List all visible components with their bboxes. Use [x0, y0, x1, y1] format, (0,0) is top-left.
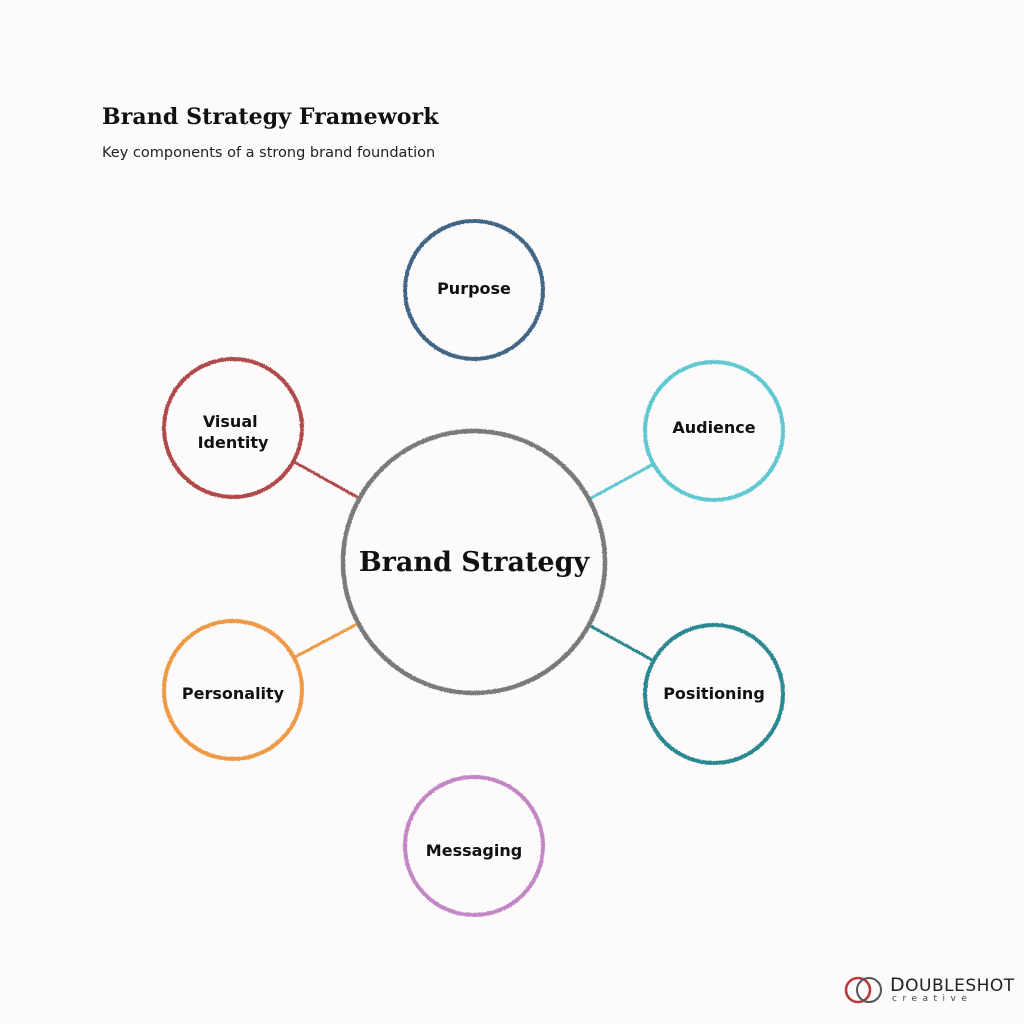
node-visual-identity-label: Visual Identity: [198, 412, 269, 452]
node-positioning: Positioning: [643, 623, 785, 765]
logo-rings-icon: [844, 976, 882, 1004]
connector-positioning: [587, 623, 655, 663]
node-audience: Audience: [643, 360, 785, 502]
center-circle: [340, 428, 608, 696]
node-purpose-circle: [403, 219, 545, 361]
node-visual-identity: Visual Identity: [162, 357, 304, 499]
node-positioning-label: Positioning: [663, 684, 765, 703]
node-personality-label: Personality: [182, 684, 285, 703]
node-personality: Personality: [162, 619, 304, 761]
connector-lines: [291, 357, 655, 779]
node-purpose: Purpose: [403, 219, 545, 361]
center-label: Brand Strategy: [359, 547, 591, 578]
node-messaging-circle: [403, 775, 545, 917]
logo-name: DOUBLESHOT: [890, 974, 1015, 996]
logo-subtext: creative: [892, 994, 973, 1004]
page-title: Brand Strategy Framework: [102, 104, 439, 130]
node-audience-circle: [643, 360, 785, 502]
node-audience-label: Audience: [672, 418, 755, 437]
connector-audience: [587, 462, 655, 501]
node-messaging-label: Messaging: [426, 841, 522, 860]
brand-logo: DOUBLESHOT creative: [842, 972, 1014, 1008]
node-visual-identity-circle: [162, 357, 304, 499]
node-messaging: Messaging: [403, 775, 545, 917]
node-personality-circle: [162, 619, 304, 761]
connector-personality: [292, 621, 360, 660]
node-purpose-label: Purpose: [437, 279, 511, 298]
page-subtitle: Key components of a strong brand foundat…: [102, 145, 436, 161]
node-positioning-circle: [643, 623, 785, 765]
connector-visual-identity: [291, 460, 361, 500]
